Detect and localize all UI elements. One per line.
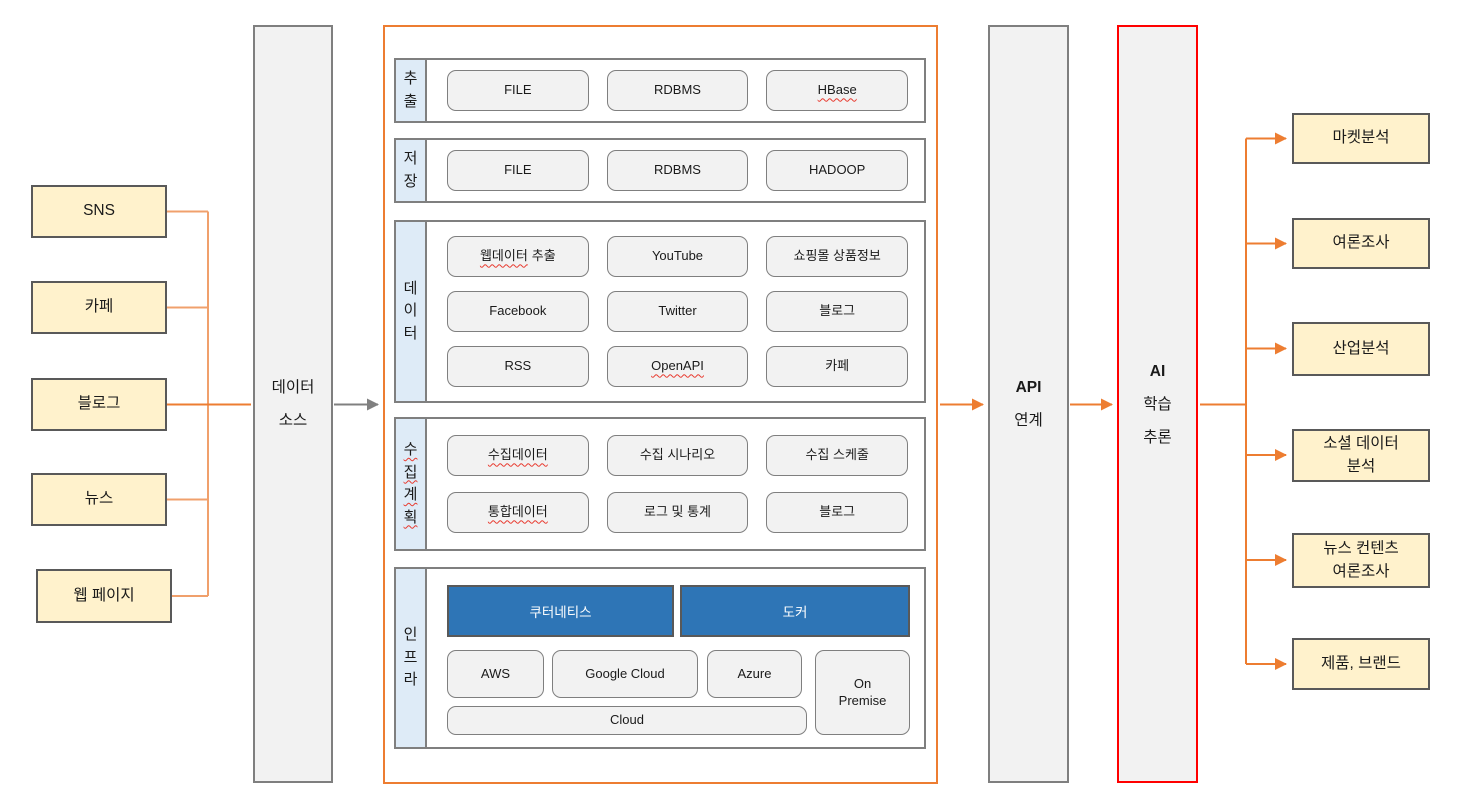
output-opinion-poll: 여론조사: [1292, 218, 1430, 269]
node-collection-scenario: 수집 시나리오: [606, 435, 749, 476]
node-facebook: Facebook: [447, 291, 589, 332]
node-docker: 도커: [680, 585, 910, 637]
node-kubernetes: 쿠터네티스: [447, 585, 674, 637]
node-aws: AWS: [447, 650, 544, 698]
section-infra: 인프라 쿠터네티스 도커 AWS Google Cloud Azure On P…: [394, 567, 926, 749]
node-log-statistics: 로그 및 통계: [606, 492, 749, 533]
node-extract-hbase: HBase: [766, 70, 909, 111]
ai-learning-inference-panel: AI 학습 추론: [1117, 25, 1198, 783]
node-collection-schedule: 수집 스케줄: [766, 435, 909, 476]
section-data-label: 데이터: [396, 222, 427, 401]
section-collection-plan: 수집계획 수집데이터 수집 시나리오 수집 스케줄 통합데이터 로그 및 통계 …: [394, 417, 926, 551]
node-azure: Azure: [707, 650, 802, 698]
node-youtube: YouTube: [606, 236, 749, 277]
node-blog-data: 블로그: [766, 291, 909, 332]
node-twitter: Twitter: [606, 291, 749, 332]
source-blog: 블로그: [31, 378, 167, 431]
node-cafe-data: 카페: [766, 346, 909, 387]
node-rss: RSS: [447, 346, 589, 387]
section-store: 저장 FILE RDBMS HADOOP: [394, 138, 926, 203]
section-infra-label: 인프라: [396, 569, 427, 747]
node-cloud: Cloud: [447, 706, 807, 735]
output-market-analysis: 마켓분석: [1292, 113, 1430, 164]
node-extract-rdbms: RDBMS: [606, 70, 749, 111]
node-openapi: OpenAPI: [606, 346, 749, 387]
node-extract-file: FILE: [447, 70, 589, 111]
left-connector-group: [167, 210, 209, 597]
section-extract-label: 추출: [396, 60, 427, 121]
output-news-content-poll: 뉴스 컨텐츠 여론조사: [1292, 533, 1430, 588]
output-product-brand: 제품, 브랜드: [1292, 638, 1430, 690]
output-social-data-analysis: 소셜 데이터 분석: [1292, 429, 1430, 482]
source-cafe: 카페: [31, 281, 167, 334]
node-on-premise: On Premise: [815, 650, 910, 735]
node-blog-plan: 블로그: [766, 492, 909, 533]
node-shopping-product-info: 쇼핑몰 상품정보: [766, 236, 909, 277]
node-integrated-data: 통합데이터: [447, 492, 589, 533]
source-webpage: 웹 페이지: [36, 569, 172, 623]
node-store-file: FILE: [447, 150, 589, 191]
source-news: 뉴스: [31, 473, 167, 526]
node-store-rdbms: RDBMS: [606, 150, 749, 191]
node-collected-data: 수집데이터: [447, 435, 589, 476]
node-store-hadoop: HADOOP: [766, 150, 909, 191]
section-extract: 추출 FILE RDBMS HBase: [394, 58, 926, 123]
api-link-panel: API 연계: [988, 25, 1069, 783]
section-collection-plan-label: 수집계획: [396, 419, 427, 549]
output-industry-analysis: 산업분석: [1292, 322, 1430, 376]
source-sns: SNS: [31, 185, 167, 238]
right-connector-group: [1200, 132, 1287, 670]
section-store-label: 저장: [396, 140, 427, 201]
data-source-panel: 데이터 소스: [253, 25, 333, 783]
node-google-cloud: Google Cloud: [552, 650, 698, 698]
